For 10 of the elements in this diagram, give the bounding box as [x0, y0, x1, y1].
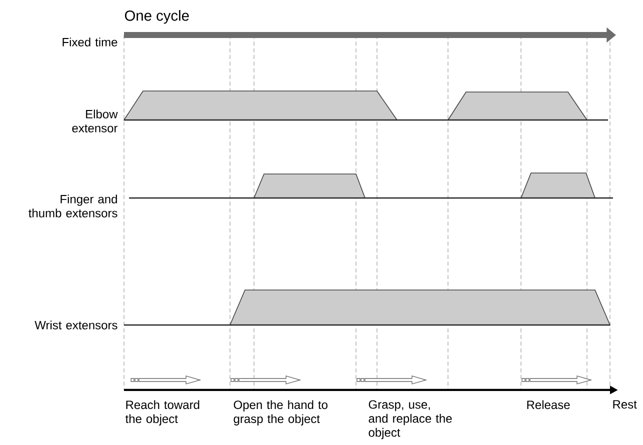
- phase-label: Reach toward the object: [125, 400, 200, 426]
- chart-title: One cycle: [124, 10, 189, 24]
- row-label: Fixed time: [62, 38, 118, 46]
- phase-label: Release: [527, 400, 570, 410]
- phase-label: Grasp, use, and replace the object: [368, 400, 452, 440]
- row-label: Wrist extensors: [34, 320, 118, 330]
- phase-label: Open the hand to grasp the object: [234, 400, 328, 426]
- row-label: Finger and thumb extensors: [28, 194, 118, 218]
- phase-label: Rest: [613, 400, 637, 409]
- row-label: Elbow extensor: [72, 110, 118, 132]
